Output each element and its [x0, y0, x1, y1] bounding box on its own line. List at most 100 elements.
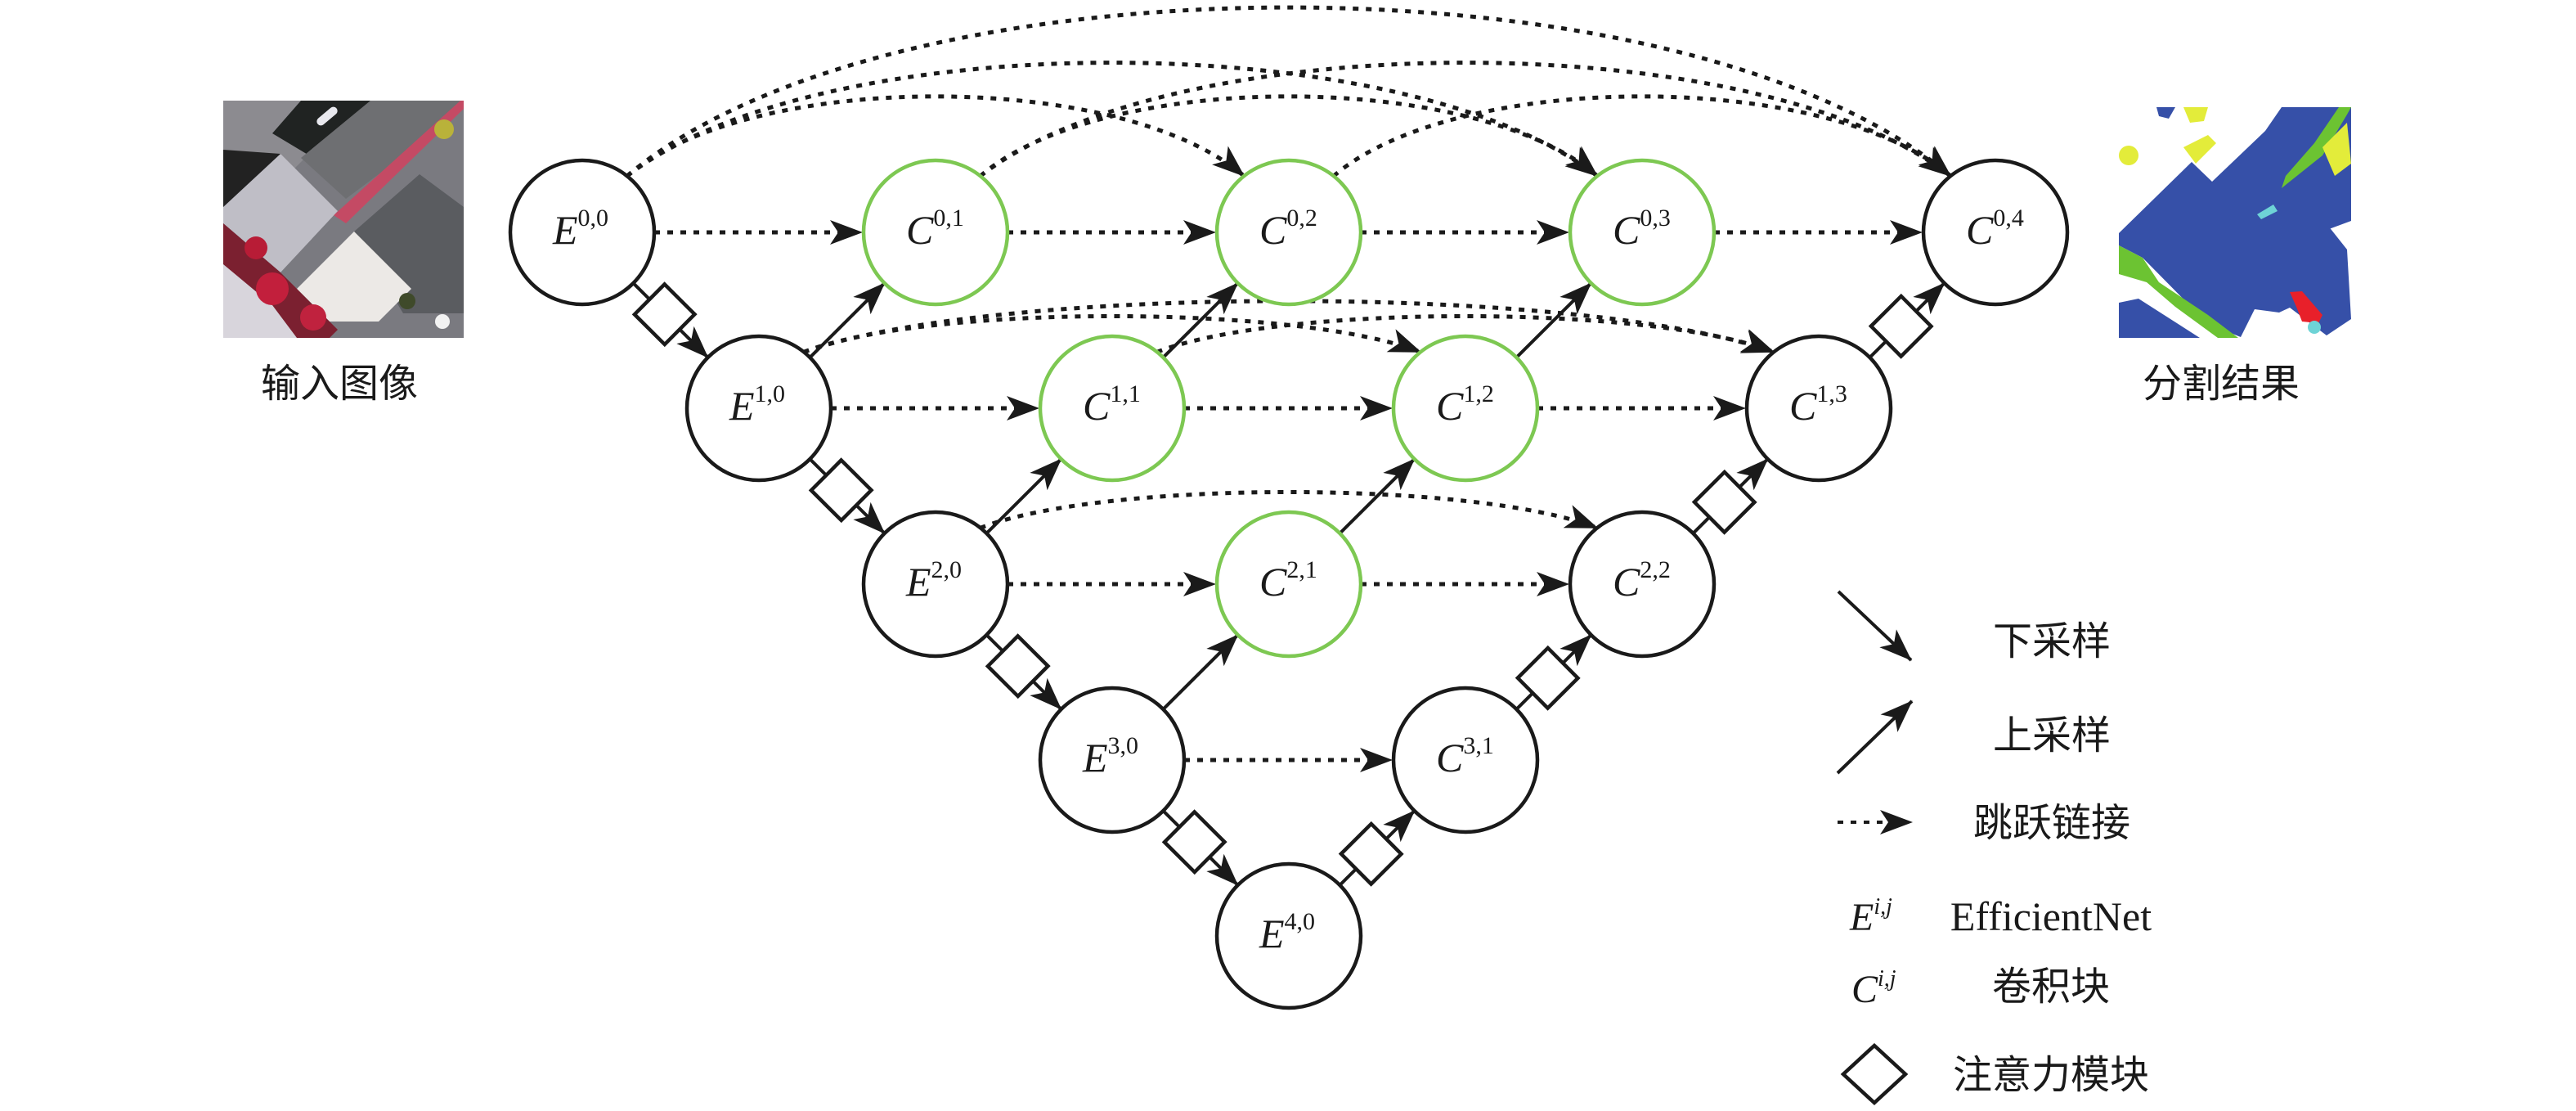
- skip-connection-C02-C04: [1331, 94, 1953, 178]
- legend-downsample-label: 下采样: [1993, 618, 2111, 664]
- skip-connection-E00-C04: [625, 5, 1953, 178]
- skip-connections: [625, 5, 1953, 772]
- attention-module-icon: [1868, 293, 1934, 359]
- upsample-arrow-E20-C11: [985, 457, 1063, 535]
- encoder-block-circle: [508, 158, 657, 307]
- upsample-arrow-C11-C02: [1161, 281, 1240, 359]
- conv-block-circle: [1214, 510, 1363, 659]
- node-label: C2,2: [1613, 556, 1671, 605]
- seg-lowveg-region: [2183, 135, 2216, 164]
- legend-encoder-label: EfficientNet: [1950, 893, 2152, 939]
- sampling-connections: [631, 281, 1946, 887]
- node-C11: C1,1: [1038, 334, 1187, 483]
- segmentation-result-image: [2119, 107, 2351, 338]
- node-label: E2,0: [905, 556, 962, 605]
- conv-block-circle: [1921, 158, 2070, 307]
- node-C04: C0,4: [1921, 158, 2070, 307]
- node-label: C0,4: [1966, 205, 2024, 253]
- seg-building-region-2: [2119, 299, 2200, 338]
- legend-upsample-label: 上采样: [1993, 713, 2111, 758]
- legend-skip: 跳跃链接: [1838, 800, 2130, 846]
- legend-downsample: 下采样: [1837, 590, 2111, 664]
- seg-vegetation-region-2: [2282, 107, 2351, 188]
- node-E30: E3,0: [1038, 686, 1187, 834]
- legend-skip-label: 跳跃链接: [1973, 800, 2130, 846]
- upsample-arrow-icon: [1836, 699, 1914, 775]
- conv-block-circle: [1391, 686, 1540, 834]
- upsample-arrow-C21-C12: [1338, 457, 1416, 535]
- skip-connection-C11-C13: [1156, 313, 1775, 354]
- node-C13: C1,3: [1744, 334, 1893, 483]
- node-label: C1,2: [1436, 380, 1494, 429]
- node-label: E3,0: [1082, 732, 1138, 780]
- conv-block-circle: [861, 158, 1010, 307]
- node-C31: C3,1: [1391, 686, 1540, 834]
- node-label: E0,0: [552, 205, 608, 253]
- seg-car-blob: [2308, 321, 2321, 334]
- downsample-arrow-icon: [1837, 590, 1913, 662]
- attention-module-icon: [1840, 1042, 1909, 1106]
- encoder-block-circle: [861, 510, 1010, 659]
- attention-module-icon: [808, 457, 874, 524]
- conv-block-circle: [1568, 158, 1717, 307]
- attention-module-icon: [631, 281, 698, 348]
- encoder-block-circle: [1214, 861, 1363, 1010]
- seg-lowveg-region-3: [2183, 107, 2208, 123]
- seg-lowveg-blob: [2119, 146, 2138, 165]
- conv-block-circle: [1038, 334, 1187, 483]
- input-image: [223, 101, 464, 338]
- seg-vegetation-region: [2119, 245, 2238, 338]
- node-label: C0,3: [1613, 205, 1671, 253]
- legend-attention: 注意力模块: [1840, 1042, 2149, 1106]
- legend-conv: Ci,j 卷积块: [1851, 964, 2110, 1011]
- segmentation-result-label: 分割结果: [2143, 361, 2300, 407]
- input-image-label: 输入图像: [261, 361, 418, 407]
- conv-block-circle: [1744, 334, 1893, 483]
- node-label: E4,0: [1259, 908, 1315, 956]
- conv-symbol: Ci,j: [1851, 966, 1896, 1011]
- seg-car-blob-2: [2257, 205, 2278, 219]
- aerial-photo: [223, 101, 464, 338]
- node-label: C0,2: [1259, 205, 1317, 253]
- seg-lowveg-region-2: [2322, 123, 2351, 176]
- legend: 下采样 上采样 跳跃链接 Ei,j EfficientNet Ci,j 卷积块 …: [1836, 590, 2152, 1106]
- upsample-arrow-C12-C03: [1515, 281, 1593, 359]
- legend-encoder: Ei,j EfficientNet: [1849, 893, 2152, 939]
- node-E20: E2,0: [861, 510, 1010, 659]
- conv-block-circle: [1214, 158, 1363, 307]
- node-C12: C1,2: [1391, 334, 1540, 483]
- encoder-symbol: Ei,j: [1849, 894, 1892, 939]
- node-label: E1,0: [729, 380, 785, 429]
- attention-module-icon: [985, 633, 1051, 699]
- node-label: C1,1: [1083, 380, 1141, 429]
- encoder-block-circle: [684, 334, 833, 483]
- node-label: C3,1: [1436, 732, 1494, 780]
- node-C03: C0,3: [1568, 158, 1717, 307]
- skip-connection-C01-C04: [979, 61, 1952, 178]
- legend-upsample: 上采样: [1836, 699, 2111, 775]
- node-label: C2,1: [1259, 556, 1317, 605]
- upsample-arrow-E10-C01: [808, 281, 886, 359]
- skip-connection-E20-C22: [979, 489, 1599, 530]
- seg-clutter-region: [2290, 291, 2322, 323]
- attention-module-icon: [1161, 809, 1227, 875]
- legend-conv-label: 卷积块: [1992, 964, 2110, 1010]
- node-C22: C2,2: [1568, 510, 1717, 659]
- nodes: E0,0E1,0E2,0E3,0E4,0 C0,1 C0,2 C0,3 C0,4C1,1…: [508, 158, 2070, 1010]
- node-C01: C0,1: [861, 158, 1010, 307]
- attention-module-icon: [1691, 469, 1757, 535]
- legend-attention-label: 注意力模块: [1953, 1052, 2149, 1098]
- attention-module-icon: [1338, 821, 1404, 887]
- node-E40: E4,0: [1214, 861, 1363, 1010]
- node-E00: E0,0: [508, 158, 657, 307]
- node-E10: E1,0: [684, 334, 833, 483]
- conv-block-circle: [1391, 334, 1540, 483]
- node-label: C1,3: [1789, 380, 1847, 429]
- node-C02: C0,2: [1214, 158, 1363, 307]
- upsample-arrow-E30-C21: [1161, 633, 1240, 711]
- node-label: C0,1: [906, 205, 964, 253]
- conv-block-circle: [1568, 510, 1717, 659]
- node-C21: C2,1: [1214, 510, 1363, 659]
- seg-building-region-3: [2156, 107, 2175, 119]
